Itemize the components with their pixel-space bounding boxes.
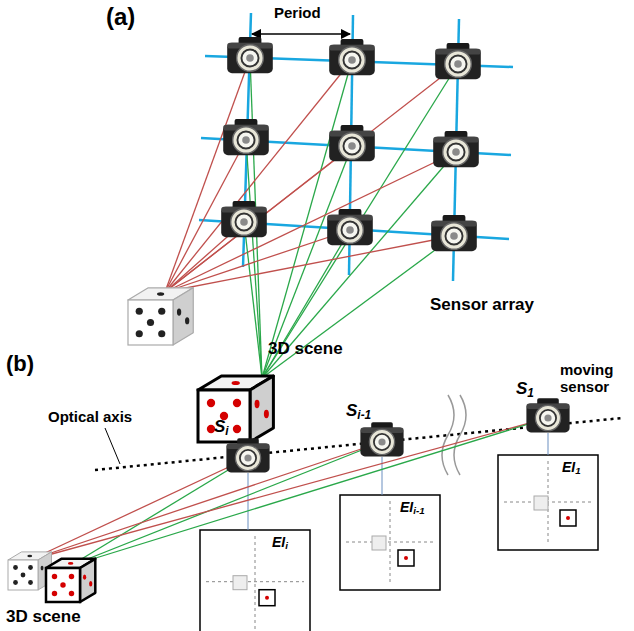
green-ray [262, 146, 352, 378]
leader-line [105, 428, 120, 464]
green-ray [70, 442, 382, 566]
light-rays [30, 418, 548, 566]
part-label: moving sensor [560, 362, 628, 395]
part-label: 3D scene [268, 340, 343, 359]
projection-line [248, 473, 249, 530]
camera [435, 43, 481, 79]
image-label: EIi-1 [400, 500, 425, 517]
projection-line [382, 457, 383, 495]
part-label: Sensor array [430, 296, 534, 315]
camera [227, 37, 273, 73]
camera [223, 119, 269, 155]
image-label: EIi [272, 535, 288, 552]
projection-line [548, 433, 549, 455]
red-ray [165, 236, 454, 292]
green-ray [262, 230, 350, 378]
elemental-image [498, 455, 598, 550]
camera [431, 215, 477, 251]
image-label: EI1 [562, 460, 581, 477]
die [46, 559, 95, 602]
camera [526, 398, 569, 432]
panel-label: (a) [106, 4, 135, 30]
green-ray [70, 418, 548, 566]
red-ray [30, 418, 548, 560]
elemental-image [340, 495, 440, 590]
part-label: Optical axis [48, 409, 132, 426]
camera [360, 422, 403, 456]
die [198, 376, 273, 442]
camera [327, 209, 373, 245]
green-ray [244, 222, 262, 378]
part-label: 3D scene [6, 608, 81, 627]
sensor-label: S1 [516, 380, 534, 400]
red-ray [165, 152, 456, 292]
sensor-label: Si-1 [346, 402, 371, 422]
green-ray [70, 458, 248, 566]
light-rays [165, 58, 458, 378]
red-ray [30, 442, 382, 560]
die [128, 288, 193, 345]
green-ray [262, 64, 458, 378]
red-ray [165, 60, 352, 292]
camera [433, 131, 479, 167]
red-ray [165, 64, 458, 292]
sensor-label: Si [214, 418, 229, 438]
camera [329, 39, 375, 75]
camera [226, 438, 269, 472]
elemental-image [200, 530, 310, 631]
camera [221, 201, 267, 237]
green-ray [262, 236, 454, 378]
camera [329, 125, 375, 161]
period-arrow [252, 33, 350, 35]
break-mark [442, 395, 466, 475]
green-ray [262, 152, 456, 378]
dimension-label: Period [274, 5, 321, 22]
panel-label: (b) [6, 352, 34, 376]
